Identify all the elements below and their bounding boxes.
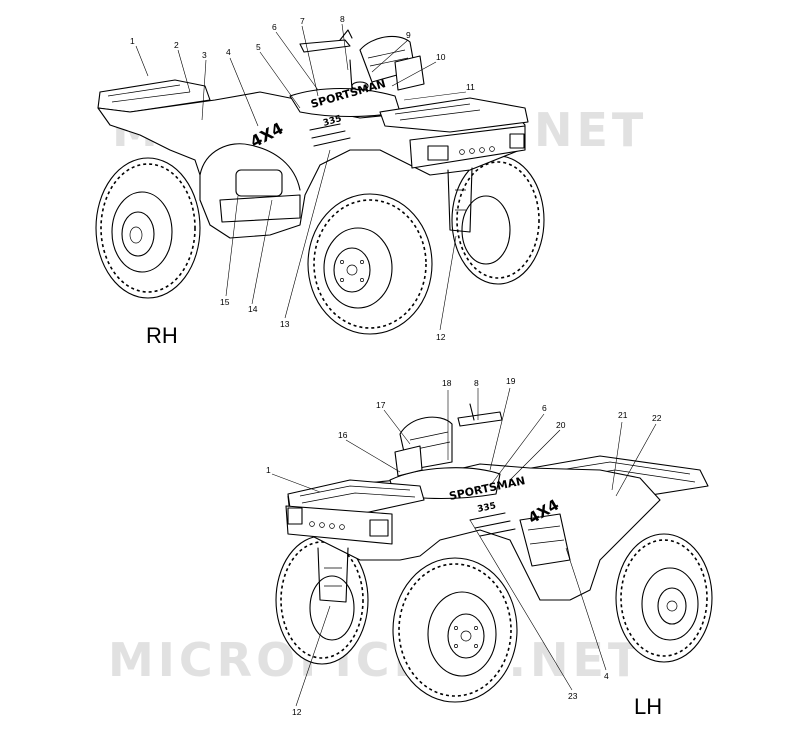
watermark-bottom: MICROFICHES.NET	[108, 633, 643, 687]
lh-callout-20: 20	[556, 420, 566, 430]
lh-callout-16: 16	[338, 430, 348, 440]
lh-callout-12: 12	[292, 707, 302, 717]
rh-model-decal: 335	[322, 114, 343, 129]
rh-callout-13: 13	[280, 319, 290, 329]
rh-callout-12: 12	[436, 332, 446, 342]
rh-back-right-wheel	[451, 155, 545, 285]
lh-callout-21: 21	[618, 410, 628, 420]
rh-callout-5: 5	[256, 42, 261, 52]
lh-callout-4: 4	[604, 671, 609, 681]
rh-callout-10: 10	[436, 52, 446, 62]
rh-callout-7: 7	[300, 16, 305, 26]
atv-lh-view: SPORTSMAN 335 4X4	[266, 376, 713, 719]
lh-callout-18: 18	[442, 378, 452, 388]
lh-body: SPORTSMAN 335 4X4	[285, 403, 709, 603]
rh-callout-4: 4	[226, 47, 231, 57]
lh-front-wheel	[392, 557, 518, 703]
lh-right-wheel	[615, 533, 713, 663]
atv-rh-view: SPORTSMAN 335 4X4	[95, 14, 545, 348]
rh-callout-11: 11	[466, 82, 475, 92]
rh-callout-1: 1	[130, 36, 135, 46]
rh-callouts: 1 2 3 4 5 6 7 8 9 10 11 12 13 14 15	[130, 14, 475, 342]
rh-callout-9: 9	[406, 30, 411, 40]
rh-leader-lines	[135, 23, 467, 331]
rh-callout-3: 3	[202, 50, 207, 60]
lh-side-label: LH	[634, 694, 662, 719]
lh-callout-6: 6	[542, 403, 547, 413]
rh-side-label: RH	[146, 323, 178, 348]
lh-callout-19: 19	[506, 376, 516, 386]
lh-model-decal: 335	[477, 501, 497, 515]
rh-callout-15: 15	[220, 297, 230, 307]
lh-callout-23: 23	[568, 691, 578, 701]
rh-front-wheel	[307, 193, 433, 335]
lh-callout-22: 22	[652, 413, 662, 423]
rh-callout-8: 8	[340, 14, 345, 24]
lh-callout-1: 1	[266, 465, 271, 475]
rh-callout-6: 6	[272, 22, 277, 32]
rh-body: SPORTSMAN 335 4X4	[97, 29, 529, 239]
lh-leader-lines	[271, 387, 657, 707]
rh-callout-2: 2	[174, 40, 179, 50]
rh-left-wheel	[95, 157, 201, 299]
lh-callouts: 1 16 17 18 8 19 6 20 21 22 12 23 4	[266, 376, 662, 717]
lh-callout-17: 17	[376, 400, 386, 410]
rh-callout-14: 14	[248, 304, 258, 314]
lh-callout-8: 8	[474, 378, 479, 388]
